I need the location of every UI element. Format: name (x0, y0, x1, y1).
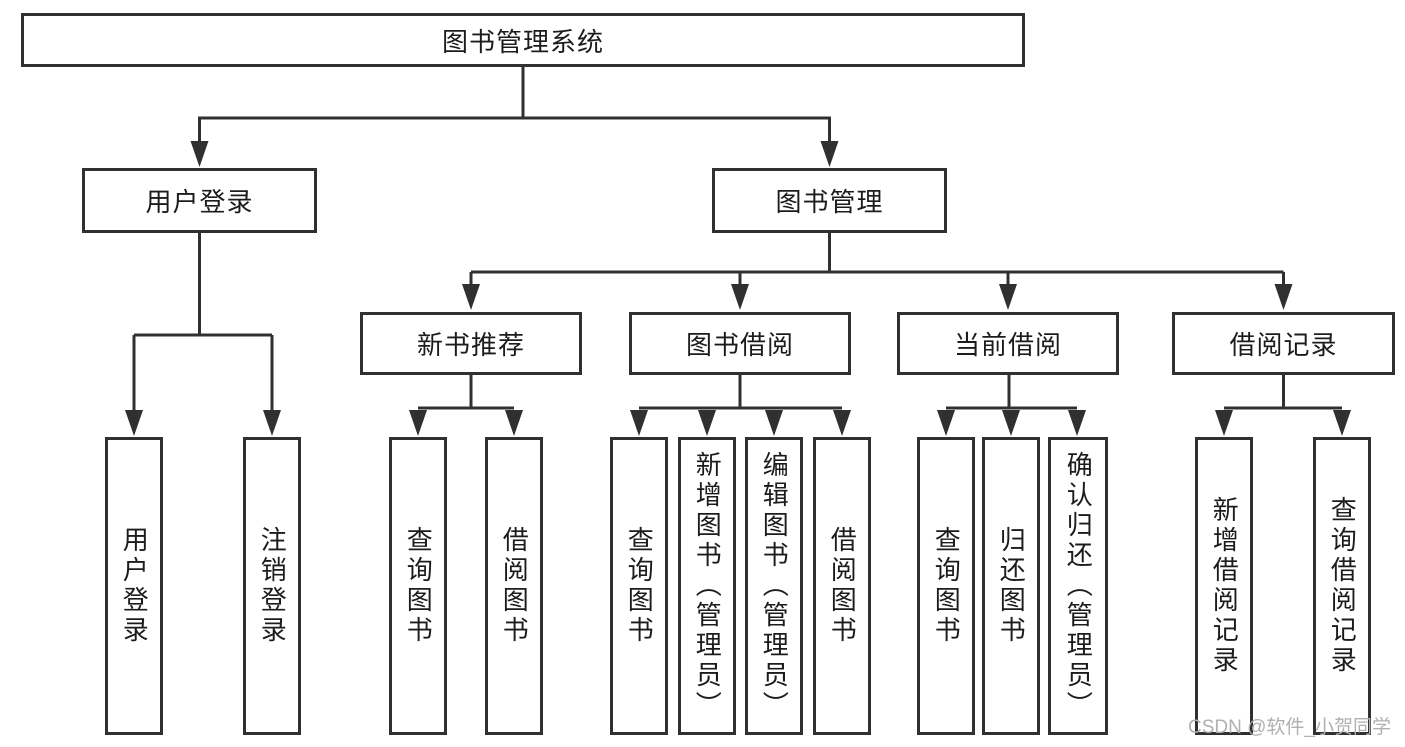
arrowheads (125, 141, 1351, 436)
node-library-system: 图书管理系统 (21, 13, 1025, 67)
node-borrow-records: 借阅记录 (1172, 312, 1395, 375)
node-leaf-user-login: 用户登录 (105, 437, 163, 735)
node-leaf-add-book-admin: 新增图书（管理员） (678, 437, 736, 735)
node-book-borrow: 图书借阅 (629, 312, 851, 375)
node-new-book-recommend: 新书推荐 (360, 312, 582, 375)
node-leaf-add-borrow-record: 新增借阅记录 (1195, 437, 1253, 735)
node-leaf-borrow-book-2: 借阅图书 (813, 437, 871, 735)
node-leaf-query-borrow-record: 查询借阅记录 (1313, 437, 1371, 735)
node-leaf-return-book: 归还图书 (982, 437, 1040, 735)
node-leaf-query-book-1: 查询图书 (389, 437, 447, 735)
node-current-borrow: 当前借阅 (897, 312, 1119, 375)
csdn-watermark: CSDN @软件_小贺同学 (1188, 717, 1391, 738)
node-user-login: 用户登录 (82, 168, 317, 233)
node-leaf-query-book-2: 查询图书 (610, 437, 668, 735)
node-leaf-logout: 注销登录 (243, 437, 301, 735)
node-leaf-confirm-return-admin: 确认归还（管理员） (1048, 437, 1108, 735)
node-leaf-query-book-3: 查询图书 (917, 437, 975, 735)
node-book-management: 图书管理 (712, 168, 947, 233)
node-leaf-borrow-book-1: 借阅图书 (485, 437, 543, 735)
node-leaf-edit-book-admin: 编辑图书（管理员） (745, 437, 803, 735)
